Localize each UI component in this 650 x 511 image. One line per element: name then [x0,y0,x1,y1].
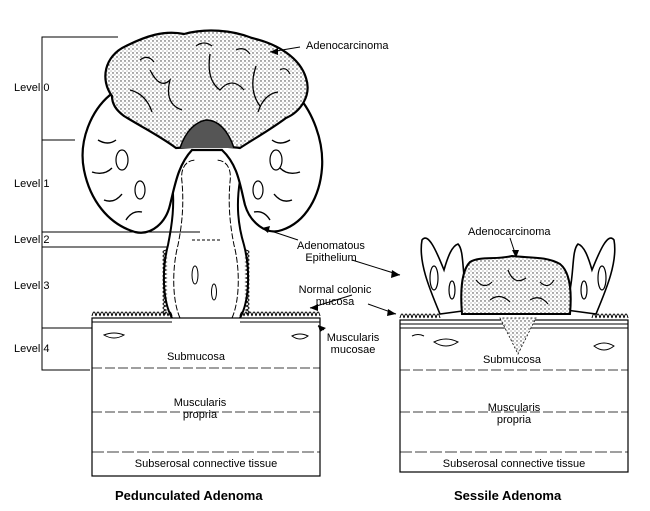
normal-colonic-line2: mucosa [315,296,355,308]
pedunculated-submucosa-details [102,332,309,340]
submucosa-label-pedunculated: Submucosa [166,351,226,363]
adenomatous-epithelium-label: Adenomatous Epithelium [296,240,366,264]
muscularis-mucosae-line1: Muscularis [326,332,380,344]
adenomatous-label-line2: Epithelium [305,252,357,264]
subserosal-label-pedunculated: Subserosal connective tissue [134,458,278,470]
leader-arrowheads [262,48,519,332]
pedunculated-adenocarcinoma [104,29,309,150]
sessile-title: Sessile Adenoma [454,488,562,503]
normal-colonic-mucosa-label: Normal colonic mucosa [290,284,380,308]
pedunculated-normal-mucosa [91,311,321,323]
level-2-label: Level 2 [14,234,50,246]
normal-colonic-line1: Normal colonic [298,284,372,296]
muscularis-propria-ses-line1: Muscularis [487,402,541,414]
level-1-label: Level 1 [14,178,50,190]
level-0-label: Level 0 [14,82,50,94]
pedunculated-title: Pedunculated Adenoma [115,488,263,503]
muscularis-mucosae-line2: mucosae [330,344,376,356]
level-4-label: Level 4 [14,343,50,355]
muscularis-propria-ses-line2: propria [496,414,532,426]
submucosa-label-sessile: Submucosa [482,354,542,366]
adenocarcinoma-label-pedunculated: Adenocarcinoma [306,40,389,52]
muscularis-propria-ped-line2: propria [182,409,218,421]
pedunculated-wall [91,317,321,477]
sessile-submucosa-details [411,334,615,351]
muscularis-propria-label-sessile: Muscularis propria [474,402,554,426]
adenomatous-label-line1: Adenomatous [297,240,365,252]
subserosal-label-sessile: Subserosal connective tissue [442,458,586,470]
sessile-adenocarcinoma [460,254,572,355]
sessile-adenomatous-epithelium [420,237,616,315]
muscularis-propria-label-pedunculated: Muscularis propria [160,397,240,421]
level-bracket [41,36,200,371]
muscularis-mucosae-label: Muscularis mucosae [318,332,388,356]
level-3-label: Level 3 [14,280,50,292]
adenocarcinoma-label-sessile: Adenocarcinoma [468,226,551,238]
muscularis-propria-ped-line1: Muscularis [173,397,227,409]
